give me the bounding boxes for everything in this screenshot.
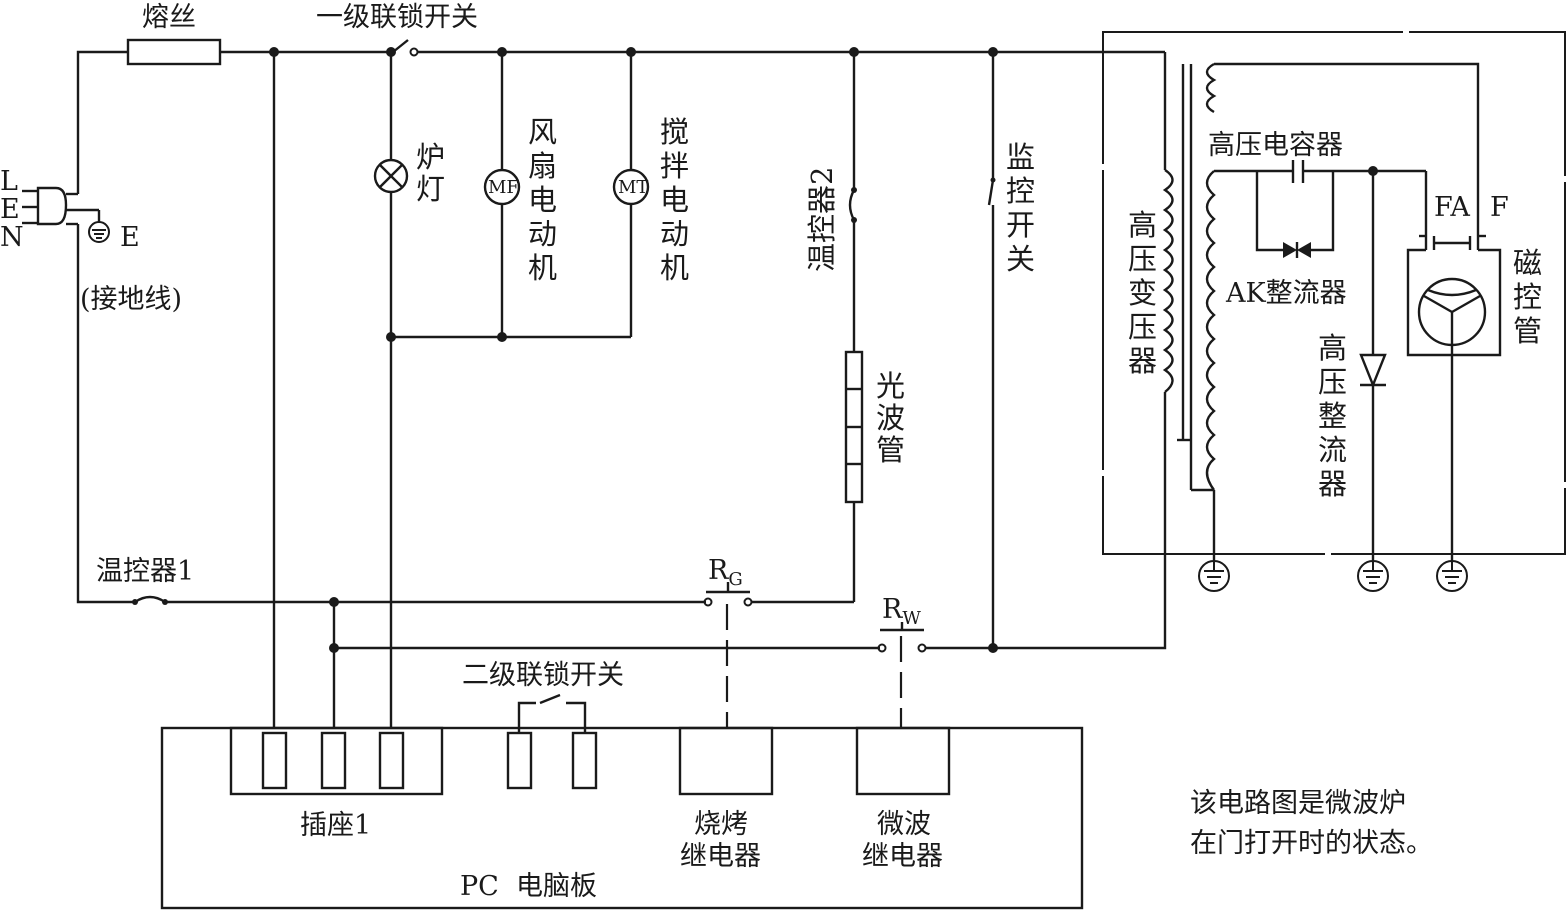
- monitor-switch-label: 监控开关: [1006, 140, 1035, 276]
- thermostat-1: [132, 595, 168, 605]
- wire-ak-left: [1255, 171, 1283, 252]
- note-line-2: 在门打开时的状态。: [1190, 828, 1433, 859]
- ground-wire-label: (接地线): [80, 284, 182, 315]
- fuse: [126, 38, 222, 66]
- grill-relay-label-1: 烧烤: [694, 809, 748, 840]
- pc-board-label: PC 电脑板: [460, 871, 597, 902]
- grill-relay-label-2: 继电器: [680, 841, 761, 872]
- ground-symbol-plug: [88, 210, 110, 243]
- stir-motor-symbol: MT: [618, 177, 648, 198]
- magnetron: [1406, 234, 1502, 357]
- hv-transformer-core: [1177, 64, 1193, 490]
- ground-symbol-transformer: [1198, 560, 1230, 592]
- wire-live: [76, 50, 128, 194]
- interlock-switch-2: [506, 693, 598, 790]
- plug-label-L: L: [0, 166, 18, 197]
- svg-text:高压变压器: 高压变压器: [1128, 208, 1157, 378]
- wire-neutral: [76, 224, 135, 604]
- note-line-1: 该电路图是微波炉: [1190, 788, 1406, 819]
- svg-text:光波管: 光波管: [876, 369, 905, 467]
- svg-text:监控开关: 监控开关: [1006, 140, 1035, 276]
- thermostat-2: [848, 187, 857, 223]
- thermostat1-label: 温控器1: [96, 556, 194, 587]
- interlock-switch-1: [392, 39, 419, 57]
- socket-1: [229, 726, 444, 796]
- svg-text:搅拌电动机: 搅拌电动机: [660, 115, 689, 285]
- svg-text:高压整流器: 高压整流器: [1318, 331, 1347, 501]
- ground-symbol-magnetron: [1436, 560, 1468, 592]
- svg-text:磁控管: 磁控管: [1513, 246, 1542, 348]
- hv-transformer-primary: [1162, 169, 1174, 393]
- junction-dots: [269, 47, 1378, 653]
- magnetron-label: 磁控管: [1513, 246, 1542, 348]
- hv-capacitor: [1291, 160, 1305, 183]
- ground-symbol-rectifier: [1357, 560, 1389, 592]
- fan-motor-label: 风扇电动机: [528, 115, 557, 285]
- interlock2-label: 二级联锁开关: [462, 660, 624, 691]
- wire-filament-top: [1214, 62, 1480, 236]
- hv-rectifier-diode: [1359, 353, 1387, 389]
- oven-lamp: [373, 158, 409, 194]
- relay-rw-label: RW: [882, 594, 921, 629]
- plug-label-E: E: [0, 194, 20, 225]
- ak-rectifier-label: AK整流器: [1225, 278, 1347, 309]
- relay-contact-rw: [877, 622, 927, 653]
- fa-label: FA: [1434, 192, 1470, 223]
- hv-transformer-label: 高压变压器: [1128, 208, 1157, 378]
- hv-section-box: [1102, 31, 1566, 555]
- wire-ak-right: [1311, 171, 1335, 252]
- wire-rw-to-transformer: [926, 392, 1167, 650]
- relay-rg-label: RG: [708, 555, 743, 590]
- quartz-tube: [844, 350, 864, 504]
- stir-motor-label: 搅拌电动机: [660, 115, 689, 285]
- mw-relay-label-1: 微波: [877, 809, 931, 840]
- svg-text:温控器2: 温控器2: [805, 167, 839, 272]
- f-label: F: [1490, 192, 1509, 223]
- power-plug: [22, 186, 99, 226]
- hv-transformer-secondary: [1205, 170, 1216, 491]
- interlock1-label: 一级联锁开关: [316, 2, 478, 33]
- ak-rectifier: [1283, 242, 1311, 258]
- thermostat2-label: 温控器2: [805, 167, 839, 272]
- svg-text:风扇电动机: 风扇电动机: [528, 115, 557, 285]
- relay-contact-rg: [703, 582, 753, 607]
- mw-relay-label-2: 继电器: [862, 841, 943, 872]
- quartz-tube-label: 光波管: [876, 369, 905, 467]
- pc-board: [160, 726, 1084, 910]
- fan-motor-symbol: MF: [488, 177, 519, 198]
- ground-label-E: E: [120, 222, 140, 253]
- plug-label-N: N: [0, 222, 24, 253]
- lamp-label: 炉灯: [416, 140, 445, 206]
- hv-capacitor-label: 高压电容器: [1208, 130, 1343, 161]
- socket1-label: 插座1: [300, 810, 371, 841]
- microwave-relay: [855, 726, 951, 796]
- hv-rectifier-label: 高压整流器: [1318, 331, 1347, 501]
- grill-relay: [678, 726, 774, 796]
- hv-transformer-filament: [1205, 62, 1217, 114]
- fuse-label: 熔丝: [142, 2, 196, 33]
- monitor-switch: [987, 177, 996, 206]
